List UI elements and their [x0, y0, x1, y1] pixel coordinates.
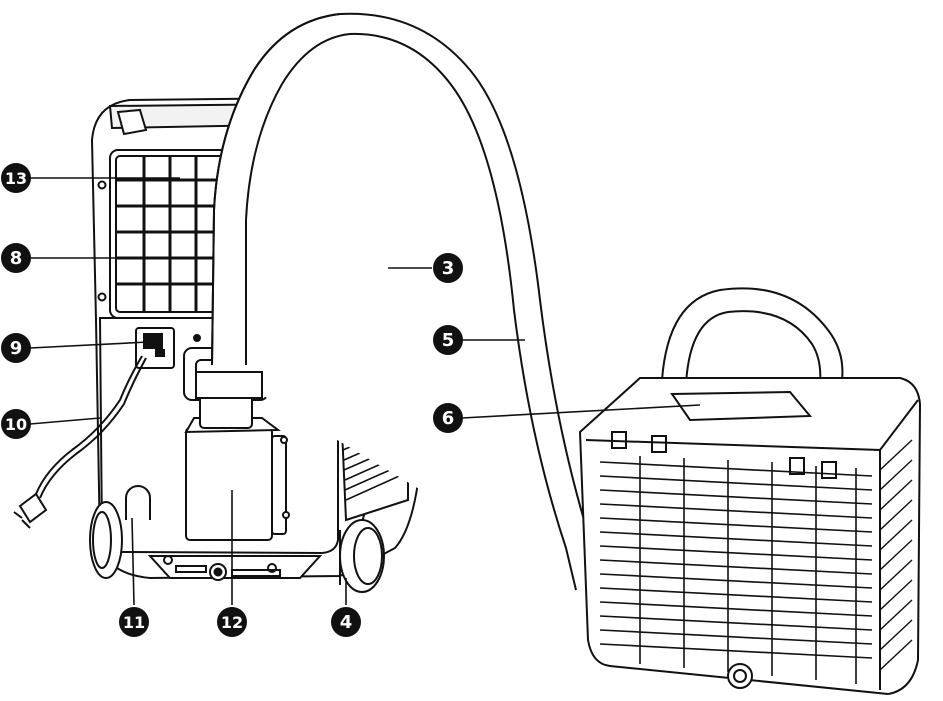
callout-11: 11: [119, 607, 149, 637]
leader-lines: [29, 177, 701, 606]
callout-8-label: 8: [10, 248, 23, 269]
callout-5-label: 5: [442, 330, 455, 351]
callout-12: 12: [217, 607, 247, 637]
power-cord: [13, 355, 147, 529]
window-adapter: [578, 287, 922, 696]
callout-13: 13: [1, 163, 31, 193]
callout-10: 10: [1, 409, 31, 439]
callout-10-label: 10: [5, 415, 27, 434]
callout-3-label: 3: [442, 258, 455, 279]
callout-9: 9: [1, 333, 31, 363]
adapter-grille: [599, 456, 873, 684]
adapter-box: [578, 377, 922, 696]
water-tank: [185, 427, 273, 541]
callout-12-label: 12: [221, 613, 243, 632]
callout-4: 4: [331, 607, 361, 637]
exhaust-hose: [195, 12, 592, 591]
callout-4-label: 4: [340, 612, 353, 633]
callout-3: 3: [433, 253, 463, 283]
callout-5: 5: [433, 325, 463, 355]
rear-wheel-right: [339, 519, 385, 593]
callout-9-label: 9: [10, 338, 23, 359]
top-knob: [116, 108, 148, 136]
callout-8: 8: [1, 243, 31, 273]
callout-13-label: 13: [5, 169, 27, 188]
power-plug: [13, 492, 48, 529]
adapter-hose-loop: [661, 287, 844, 381]
adapter-top-cap: [670, 390, 813, 422]
callout-6: 6: [433, 403, 463, 433]
adapter-bottom-knob: [727, 663, 753, 689]
rear-wheel-left: [89, 501, 123, 579]
callout-11-label: 11: [123, 613, 145, 632]
callout-6-label: 6: [442, 408, 455, 429]
